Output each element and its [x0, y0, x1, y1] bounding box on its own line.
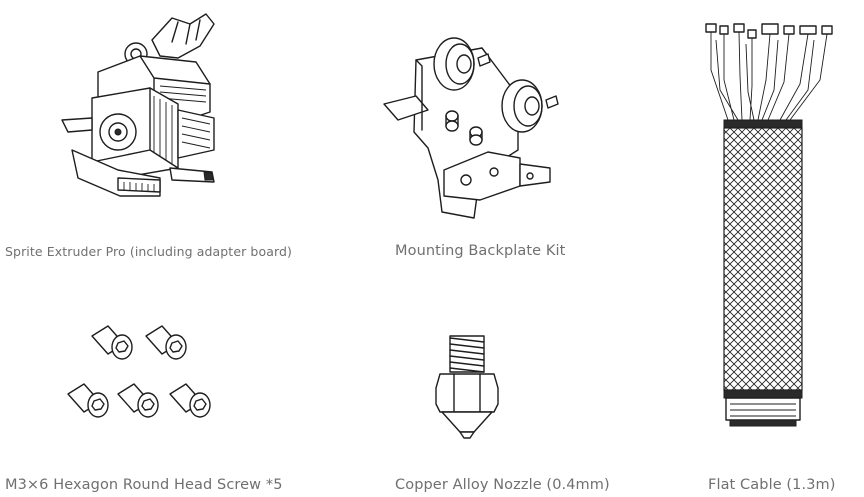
- item-caption: Mounting Backplate Kit: [395, 243, 566, 259]
- item-extruder: Sprite Extruder Pro (including adapter b…: [0, 0, 300, 270]
- item-backplate-kit: Mounting Backplate Kit: [370, 0, 600, 270]
- item-caption: Sprite Extruder Pro (including adapter b…: [5, 244, 292, 259]
- nozzle-icon: [435, 335, 499, 439]
- item-screws: M3×6 Hexagon Round Head Screw *5: [0, 300, 320, 497]
- item-flat-cable: Flat Cable (1.3m): [690, 0, 864, 497]
- flat-cable-icon: [705, 23, 833, 427]
- item-caption: M3×6 Hexagon Round Head Screw *5: [5, 477, 283, 493]
- extruder-icon: [61, 13, 215, 197]
- item-caption: Copper Alloy Nozzle (0.4mm): [395, 477, 610, 493]
- item-caption: Flat Cable (1.3m): [708, 477, 836, 493]
- item-nozzle: Copper Alloy Nozzle (0.4mm): [380, 300, 620, 497]
- screws-icon: [67, 325, 211, 418]
- backplate-kit-icon: [383, 37, 559, 219]
